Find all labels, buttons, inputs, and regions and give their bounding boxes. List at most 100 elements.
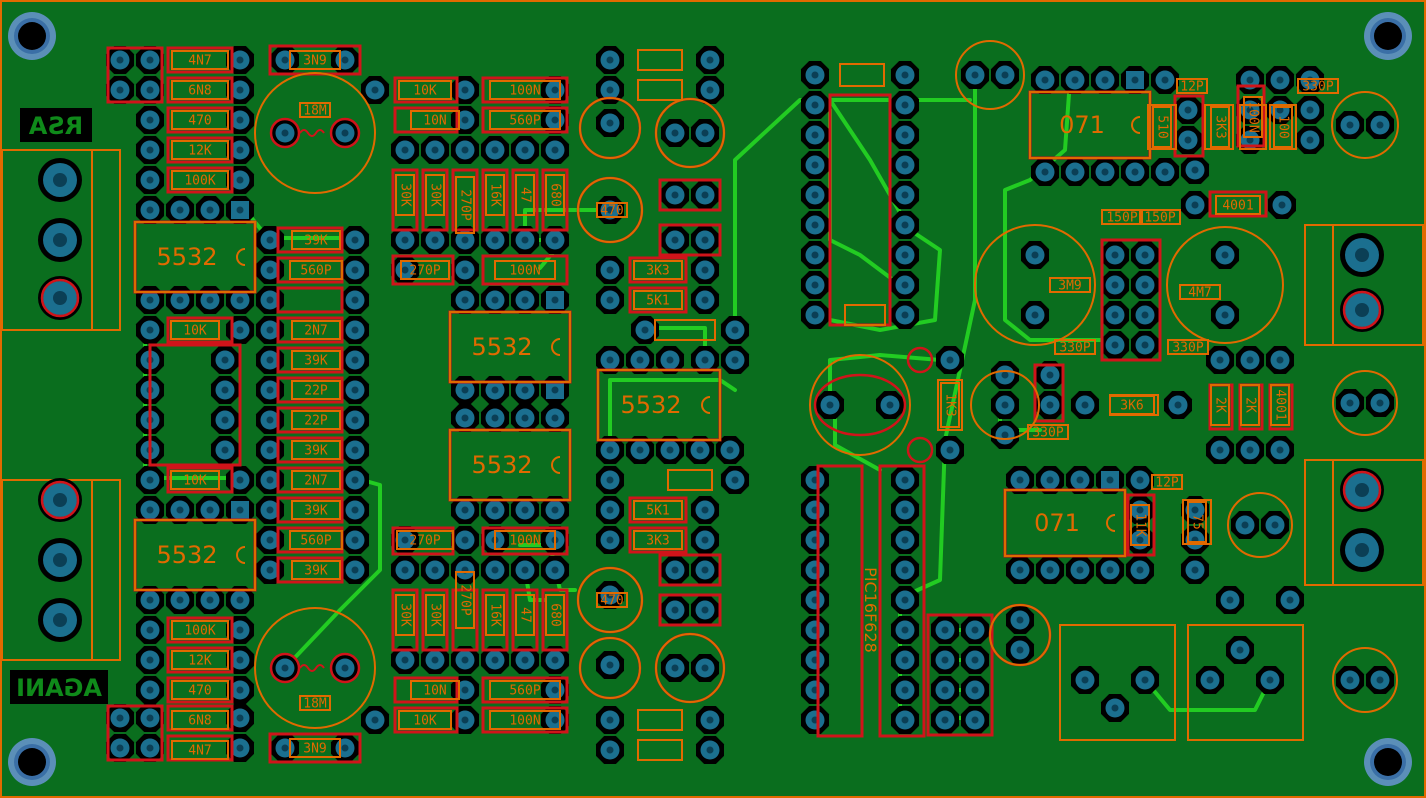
copper-outline xyxy=(658,553,722,587)
pad xyxy=(211,376,239,404)
component-label: 2K xyxy=(1210,384,1230,426)
pad-square xyxy=(226,196,254,224)
pad xyxy=(891,61,919,89)
svg-text:30K: 30K xyxy=(398,603,413,627)
pad-square xyxy=(1096,466,1124,494)
svg-text:22P: 22P xyxy=(304,414,328,429)
pad xyxy=(801,271,829,299)
copper-outline xyxy=(1033,363,1065,423)
silk-outline xyxy=(637,709,683,731)
pad xyxy=(1366,111,1394,139)
pad xyxy=(226,106,254,134)
silk-outline xyxy=(1239,104,1267,150)
pad xyxy=(596,466,624,494)
pad xyxy=(136,136,164,164)
component-label: 270P xyxy=(455,571,475,629)
pad xyxy=(1131,666,1159,694)
svg-text:100N: 100N xyxy=(509,534,540,549)
silk-circle xyxy=(1166,226,1284,344)
pad-cap xyxy=(106,76,134,104)
mount-hole-bottom-right xyxy=(1364,738,1412,786)
silk-outline xyxy=(1187,624,1304,741)
silk-circle xyxy=(577,567,643,633)
component-label: 5K1 xyxy=(633,290,683,310)
pad xyxy=(596,256,624,284)
component-label: 100N xyxy=(494,260,556,280)
pad xyxy=(991,421,1019,449)
copper-ring xyxy=(906,346,934,374)
pad xyxy=(1031,158,1059,186)
component-label: 30K xyxy=(425,594,445,636)
terminal-pad-left-top xyxy=(38,276,82,320)
component-label: 100 xyxy=(1273,106,1293,148)
component-label: 12P xyxy=(1151,474,1183,491)
copper-outline xyxy=(628,526,688,554)
copper-outline xyxy=(276,226,344,254)
component-label: 330P xyxy=(1054,339,1096,356)
terminal-pad-left-bottom xyxy=(38,538,82,582)
component-label: 39K xyxy=(291,560,341,580)
copper-outline xyxy=(391,588,419,652)
pad xyxy=(1021,301,1049,329)
pad xyxy=(891,676,919,704)
copper-outline xyxy=(878,464,926,738)
pad xyxy=(391,136,419,164)
pad xyxy=(1131,241,1159,269)
silk-circle xyxy=(970,370,1040,440)
copper-outline xyxy=(628,286,688,314)
pad xyxy=(891,181,919,209)
pad xyxy=(481,136,509,164)
component-label: 470 xyxy=(596,592,628,609)
pad xyxy=(256,286,284,314)
pad xyxy=(1174,96,1202,124)
ic-body: 5532 xyxy=(449,429,571,501)
pad xyxy=(1181,556,1209,584)
svg-text:16K: 16K xyxy=(488,183,503,207)
pad-layer xyxy=(38,46,1394,764)
copper-outline xyxy=(391,254,455,286)
pad xyxy=(1296,96,1324,124)
component-label: 330P xyxy=(1027,424,1069,441)
copper-outline xyxy=(926,613,994,737)
pad xyxy=(1266,436,1294,464)
component-label: 16K xyxy=(485,594,505,636)
mount-hole-top-right xyxy=(1364,12,1412,60)
pad xyxy=(341,496,369,524)
pad xyxy=(661,119,689,147)
component-label: 39K xyxy=(291,440,341,460)
ic-body: 071 xyxy=(1029,91,1151,159)
pad xyxy=(661,654,689,682)
terminal-pad-right-top xyxy=(1340,288,1384,332)
pad xyxy=(136,166,164,194)
terminal-pad-right-bottom xyxy=(1340,528,1384,572)
pad xyxy=(136,286,164,314)
pad xyxy=(451,646,479,674)
copper-outline xyxy=(391,168,419,232)
pad xyxy=(1006,636,1034,664)
pad xyxy=(511,646,539,674)
copper-outline xyxy=(658,223,722,257)
pad-square xyxy=(541,376,569,404)
silk-circle xyxy=(1332,370,1398,436)
pad xyxy=(1101,694,1129,722)
copper-outline xyxy=(511,168,539,232)
svg-text:39K: 39K xyxy=(304,354,328,369)
pad xyxy=(1131,271,1159,299)
pad xyxy=(256,226,284,254)
component-label: 560P xyxy=(489,110,561,130)
component-label: 12K xyxy=(171,140,229,160)
pad xyxy=(1101,241,1129,269)
ic-body: 071 xyxy=(1004,489,1126,557)
svg-text:470: 470 xyxy=(188,684,211,699)
pad xyxy=(1031,66,1059,94)
pad-square xyxy=(1121,66,1149,94)
svg-text:39K: 39K xyxy=(304,504,328,519)
svg-text:4N7: 4N7 xyxy=(188,54,211,69)
component-label: 680 xyxy=(545,174,565,216)
component-label: 2N7 xyxy=(291,320,341,340)
pad xyxy=(166,196,194,224)
pad xyxy=(1366,389,1394,417)
pad xyxy=(1206,346,1234,374)
component-label: 10N xyxy=(410,110,460,130)
pad xyxy=(961,61,989,89)
